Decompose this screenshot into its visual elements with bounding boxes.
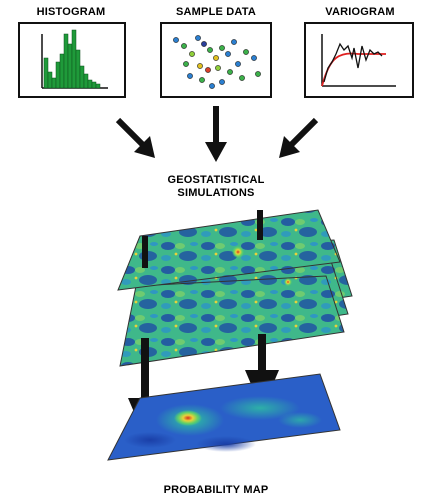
histogram-label: HISTOGRAM bbox=[36, 6, 106, 18]
sample-point bbox=[189, 51, 195, 57]
histogram-bar bbox=[95, 83, 101, 89]
sample-point bbox=[181, 43, 187, 49]
probability-region bbox=[196, 436, 256, 452]
simulation-map-layer bbox=[119, 275, 345, 367]
probability-region bbox=[278, 412, 322, 428]
sample-point bbox=[215, 65, 221, 71]
sample-point bbox=[183, 61, 189, 67]
sample-point bbox=[201, 41, 207, 47]
sample-point bbox=[213, 55, 219, 61]
sample-point bbox=[239, 75, 245, 81]
probability-hotspot bbox=[174, 410, 202, 426]
sample-point bbox=[227, 69, 233, 75]
sample-data-scatter bbox=[173, 35, 261, 89]
sample-point bbox=[225, 51, 231, 57]
variogram-panel bbox=[304, 22, 414, 98]
simulation-hotspot bbox=[232, 246, 244, 258]
variogram-experimental-line bbox=[323, 42, 383, 83]
variogram-chart bbox=[321, 34, 396, 87]
sample-point bbox=[207, 47, 213, 53]
simulations-label-line1: GEOSTATISTICAL bbox=[167, 174, 265, 186]
sample-point bbox=[251, 55, 257, 61]
down-arrow-icon bbox=[205, 106, 227, 162]
histogram-bars bbox=[43, 29, 101, 89]
sample-point bbox=[243, 49, 249, 55]
simulation-hotspot bbox=[284, 278, 292, 286]
sample-point bbox=[199, 77, 205, 83]
sample-point bbox=[197, 63, 203, 69]
probability-map bbox=[107, 373, 341, 461]
histogram-chart bbox=[41, 29, 108, 89]
sample-data-label: SAMPLE DATA bbox=[175, 6, 256, 18]
sample-point bbox=[255, 71, 261, 77]
sample-point bbox=[219, 79, 225, 85]
sample-point bbox=[205, 67, 211, 73]
sample-data-panel bbox=[160, 22, 272, 98]
sample-point bbox=[219, 45, 225, 51]
probability-map-label: PROBABILITY MAP bbox=[163, 484, 269, 496]
sample-point bbox=[235, 61, 241, 67]
simulations-label: GEOSTATISTICAL SIMULATIONS bbox=[146, 174, 286, 200]
diagonal-arrow-icon bbox=[279, 117, 319, 158]
simulations-label-line2: SIMULATIONS bbox=[177, 187, 255, 199]
sample-point bbox=[173, 37, 179, 43]
variogram-label: VARIOGRAM bbox=[325, 6, 395, 18]
probability-region bbox=[220, 396, 300, 420]
diagonal-arrow-icon bbox=[115, 117, 155, 158]
sample-point bbox=[187, 73, 193, 79]
sample-point bbox=[231, 39, 237, 45]
histogram-panel bbox=[18, 22, 126, 98]
sample-point bbox=[209, 83, 215, 89]
probability-region bbox=[124, 432, 176, 448]
simulation-stack bbox=[117, 209, 353, 367]
sample-point bbox=[195, 35, 201, 41]
